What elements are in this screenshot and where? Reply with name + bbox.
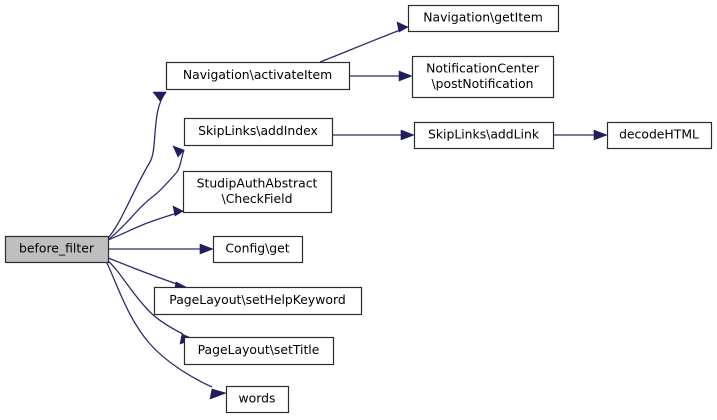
node-label: PageLayout\setTitle: [198, 342, 320, 357]
node-label: SkipLinks\addLink: [428, 127, 540, 142]
node-box[interactable]: [182, 170, 333, 214]
edge-arrowhead-icon: [172, 205, 184, 217]
edge-arrowhead-icon: [593, 129, 608, 141]
node-box[interactable]: [165, 61, 351, 91]
edge-line: [105, 260, 213, 388]
edge-arrowhead-icon: [209, 388, 227, 400]
call-edge: [349, 70, 413, 82]
node-box[interactable]: [153, 286, 363, 316]
edge-line: [106, 259, 184, 335]
node-decodehtml[interactable]: decodeHTML: [606, 121, 713, 150]
node-label: Navigation\getItem: [423, 10, 543, 25]
node-box[interactable]: [407, 4, 560, 33]
node-label: SkipLinks\addIndex: [198, 123, 318, 138]
edge-line: [108, 149, 185, 240]
node-navigation_activateitem[interactable]: Navigation\activateItem: [165, 61, 351, 91]
node-box[interactable]: [225, 385, 290, 414]
node-label: \postNotification: [431, 76, 533, 91]
node-label: Navigation\activateItem: [183, 67, 332, 82]
node-config_get[interactable]: Config\get: [212, 235, 304, 264]
node-label: words: [239, 391, 276, 406]
node-skiplinks_addlink[interactable]: SkipLinks\addLink: [413, 121, 555, 150]
edge-arrowhead-icon: [199, 243, 214, 255]
edge-line: [107, 257, 178, 285]
node-studipauthabstract_checkfield[interactable]: StudipAuthAbstract\CheckField: [182, 170, 333, 214]
edge-arrowhead-icon: [398, 70, 413, 82]
call-edge: [105, 260, 227, 400]
node-skiplinks_addindex[interactable]: SkipLinks\addIndex: [183, 117, 334, 147]
node-box[interactable]: [606, 121, 713, 150]
node-navigation_getitem[interactable]: Navigation\getItem: [407, 4, 560, 33]
nodes-layer: before_filter Navigation\activateItemSkip…: [4, 4, 713, 414]
node-words[interactable]: words: [225, 385, 290, 414]
call-edge: [108, 243, 214, 255]
call-edge: [553, 129, 608, 141]
node-pagelayout_sethelpkeyword[interactable]: PageLayout\setHelpKeyword: [153, 286, 363, 316]
edge-line: [107, 210, 184, 241]
edge-line: [107, 91, 167, 239]
node-box[interactable]: [413, 121, 555, 150]
edge-arrowhead-icon: [172, 145, 185, 158]
call-edge: [319, 21, 409, 63]
node-label: Config\get: [225, 241, 289, 256]
node-box[interactable]: [183, 336, 335, 366]
call-edge: [332, 129, 415, 141]
edge-arrowhead-icon: [400, 129, 415, 141]
call-edge: [108, 145, 185, 240]
node-label: StudipAuthAbstract: [197, 175, 318, 190]
node-box[interactable]: [4, 235, 110, 264]
node-label: \CheckField: [222, 191, 293, 206]
edge-line: [319, 29, 401, 63]
call-edge: [107, 91, 167, 239]
node-box[interactable]: [411, 55, 555, 99]
node-box[interactable]: [183, 117, 334, 147]
edge-arrowhead-icon: [152, 91, 167, 102]
node-pagelayout_settitle[interactable]: PageLayout\setTitle: [183, 336, 335, 366]
node-before_filter[interactable]: before_filter: [4, 235, 110, 264]
node-label: before_filter: [19, 241, 95, 256]
node-label: decodeHTML: [619, 127, 699, 142]
node-label: NotificationCenter: [426, 60, 540, 75]
node-box[interactable]: [212, 235, 304, 264]
node-notificationcenter_postnotification[interactable]: NotificationCenter\postNotification: [411, 55, 555, 99]
edge-arrowhead-icon: [396, 21, 409, 33]
call-edge: [107, 205, 184, 241]
node-label: PageLayout\setHelpKeyword: [169, 292, 345, 307]
